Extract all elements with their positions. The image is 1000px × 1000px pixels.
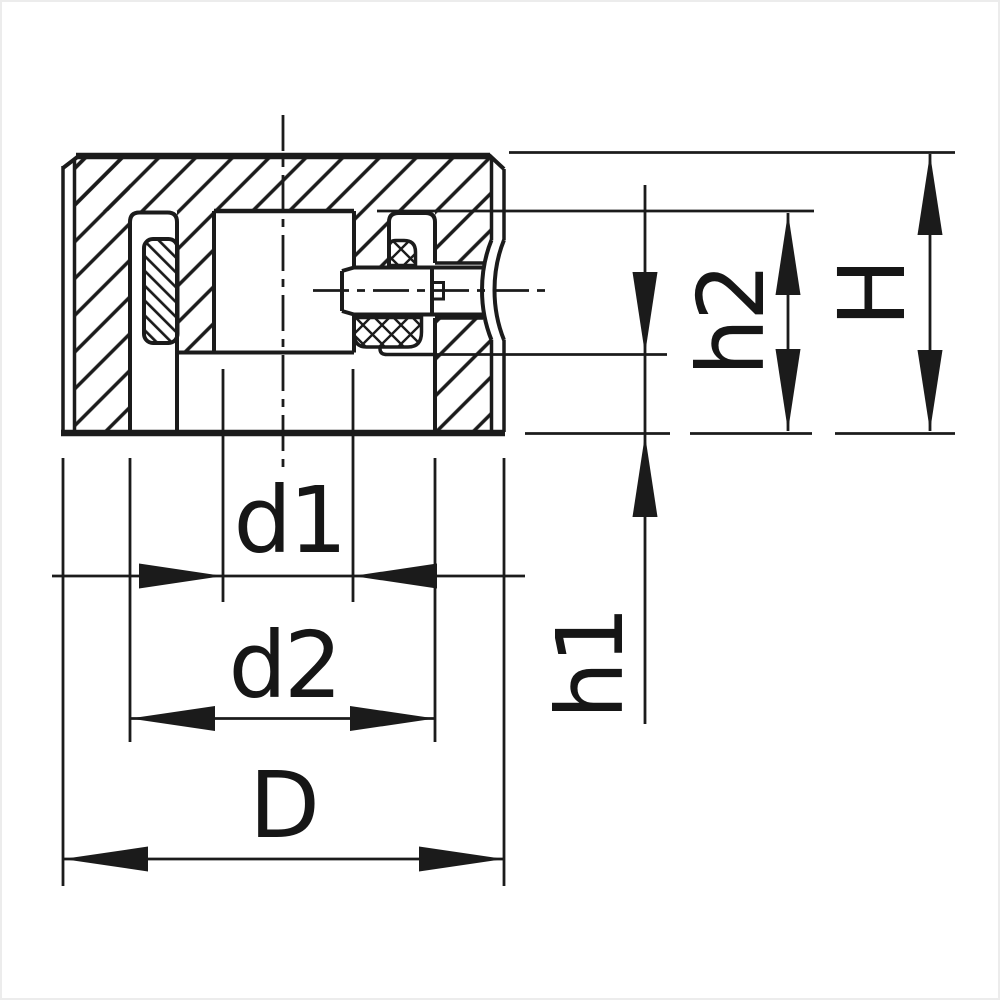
arrowhead: [917, 154, 943, 235]
bushing-insert-left: [142, 237, 180, 345]
dimension-label-D: D: [249, 752, 317, 859]
dimension-d1: d1: [52, 467, 525, 589]
extension-lines: [61, 151, 955, 886]
arrowhead: [775, 349, 801, 431]
dimension-label-d1: d1: [234, 467, 345, 574]
dimension-h2: h2: [678, 213, 801, 431]
dimension-label-h2: h2: [678, 266, 785, 377]
dimension-D: D: [63, 752, 504, 872]
arrowhead: [419, 846, 504, 872]
arrowhead: [632, 272, 658, 354]
arrowhead: [350, 706, 435, 731]
center-lines: [281, 115, 548, 475]
knob-body-hatching: [74, 158, 492, 433]
arrowhead: [130, 706, 215, 731]
dimension-label-d2: d2: [229, 612, 340, 719]
arrowhead: [775, 213, 801, 295]
dimension-h1: h1: [537, 185, 658, 724]
dimension-H: H: [819, 154, 943, 431]
dimension-label-h1: h1: [537, 609, 644, 720]
dimension-label-H: H: [819, 261, 926, 327]
arrowhead: [353, 563, 437, 589]
arrowhead: [917, 350, 943, 431]
arrowhead: [139, 563, 223, 589]
dimension-d2: d2: [130, 612, 435, 731]
arrowhead: [63, 846, 148, 872]
arrowhead: [632, 435, 658, 517]
